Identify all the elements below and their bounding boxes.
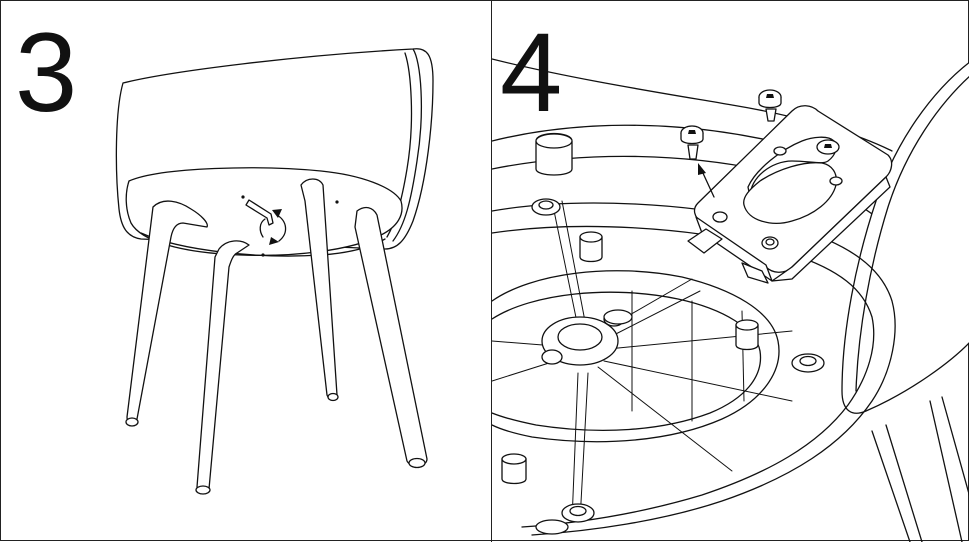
chair-leg-front-center [196,240,250,494]
chair-shell-edge [855,75,969,392]
leg-foot-cap [408,457,426,469]
screw-hole [335,200,339,204]
leg-foot-cap [125,417,139,427]
leg-foot-cap [195,485,211,495]
base-outer-rim [492,225,875,528]
seat-contour [492,124,773,142]
screw-icon [680,125,704,160]
step-number: 4 [500,10,562,135]
screw-hole [241,195,245,199]
step-3-panel: 3 [1,1,491,542]
mounting-plate [687,105,893,284]
hex-key-icon [245,199,274,226]
chair-shell-side [841,61,969,414]
screw-hole [261,253,265,257]
base-bosses [501,132,825,535]
screw-icon [816,139,840,155]
leg-foot-cap [327,392,339,402]
base-outer-rim [492,202,896,536]
step-4-panel: 4 [491,1,969,542]
step-4-illustration [492,58,969,542]
chair-leg-lines [871,396,969,542]
screw-icon [758,89,782,122]
base-inner-ring [492,291,762,432]
step-number: 3 [15,10,77,135]
step-3-illustration [115,48,434,495]
base-inner-ring [492,270,780,443]
rotate-arrows-icon [259,209,287,245]
arrow-icon [698,163,715,198]
chair-seat-back-edge [392,48,423,242]
